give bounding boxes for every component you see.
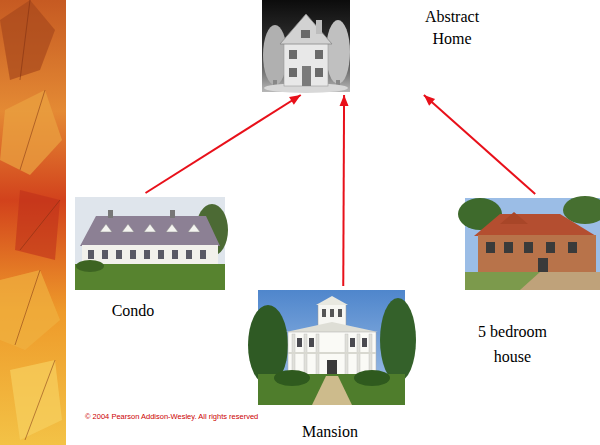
arrow-line xyxy=(424,95,535,194)
house-picture xyxy=(458,196,600,290)
arrow-connector xyxy=(146,95,301,193)
picture-label: Mansion xyxy=(285,422,375,441)
picture-label: Condo xyxy=(93,301,173,321)
leaf-strip xyxy=(0,0,66,445)
house-node: 5 bedroom house xyxy=(465,198,600,371)
arrow-line xyxy=(342,95,345,286)
condo-picture xyxy=(75,197,228,290)
arrow-head xyxy=(340,95,349,106)
abstract-home-node: Abstract Home xyxy=(262,0,490,95)
arrow-head xyxy=(289,95,301,105)
picture-label: 5 bedroom house xyxy=(465,319,560,369)
arrow-connector xyxy=(424,95,535,194)
arrow-line xyxy=(146,95,301,193)
arrow-connector xyxy=(340,95,349,286)
abstract-home-picture xyxy=(262,0,350,93)
mansion-picture xyxy=(248,290,416,405)
condo-node: Condo xyxy=(75,197,225,323)
arrow-head xyxy=(424,95,435,106)
picture-label: Abstract Home xyxy=(416,6,488,50)
mansion-node: Mansion xyxy=(258,290,405,443)
copyright-note: © 2004 Pearson Addison-Wesley. All right… xyxy=(85,412,258,421)
